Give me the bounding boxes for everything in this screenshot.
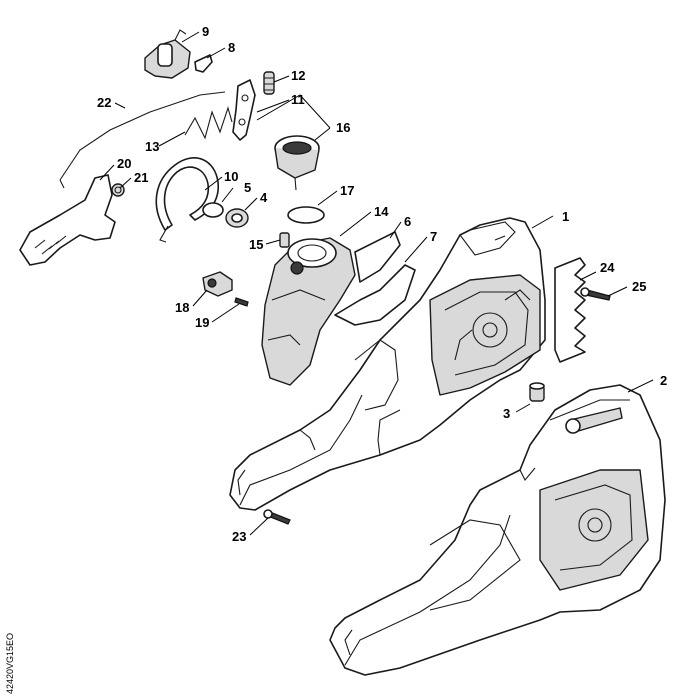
callout-23: 23 (232, 529, 246, 544)
callout-4: 4 (260, 190, 268, 205)
leader-lines (99, 31, 654, 536)
housing-shell-part-2 (329, 384, 666, 676)
callout-16: 16 (336, 120, 350, 135)
document-id: 42420VG15EO (5, 633, 15, 694)
callout-8: 8 (228, 40, 235, 55)
rod-part-22 (59, 91, 226, 189)
chain-catcher-plate-part-24 (554, 257, 586, 363)
spring-part-13 (184, 106, 233, 140)
callout-13: 13 (145, 139, 159, 154)
valve-part-18 (202, 271, 233, 297)
oil-cap-part-16 (274, 135, 320, 191)
bushing-part-4 (225, 208, 249, 228)
callout-3: 3 (503, 406, 510, 421)
callout-10: 10 (224, 169, 238, 184)
callout-14: 14 (374, 204, 389, 219)
callout-25: 25 (632, 279, 646, 294)
housing-shell-part-1 (229, 217, 546, 511)
callout-1: 1 (562, 209, 569, 224)
baffle-part-7 (334, 264, 416, 326)
brake-band-part-10 (155, 157, 220, 243)
screw-part-23 (263, 509, 291, 525)
callout-22: 22 (97, 95, 111, 110)
callout-17: 17 (340, 183, 354, 198)
pump-part-9 (144, 29, 191, 79)
callout-2: 2 (660, 373, 667, 388)
callout-19: 19 (195, 315, 209, 330)
screw-part-25 (580, 287, 611, 301)
callout-21: 21 (134, 170, 148, 185)
callout-18: 18 (175, 300, 189, 315)
sleeve-part-3 (529, 382, 545, 402)
callout-15: 15 (249, 237, 263, 252)
callout-9: 9 (202, 24, 209, 39)
spring-part-12 (263, 71, 275, 95)
callout-11: 11 (291, 92, 305, 107)
o-ring-part-17 (287, 206, 325, 224)
plug-part-15 (279, 232, 290, 248)
oil-tank-part-14 (261, 237, 356, 386)
lever-part-11 (232, 79, 256, 141)
callout-7: 7 (430, 229, 437, 244)
callout-24: 24 (600, 260, 615, 275)
o-ring-part-5 (202, 202, 224, 218)
baffle-part-6 (354, 231, 401, 283)
callout-6: 6 (404, 214, 411, 229)
clip-part-8 (194, 54, 213, 73)
screw-part-19 (234, 297, 249, 307)
callout-labels: 1 2 3 4 5 6 7 8 9 10 11 12 13 14 15 16 1… (97, 24, 667, 544)
callout-5: 5 (244, 180, 251, 195)
hand-guard-part-20 (19, 174, 116, 266)
callout-12: 12 (291, 68, 305, 83)
callout-20: 20 (117, 156, 131, 171)
